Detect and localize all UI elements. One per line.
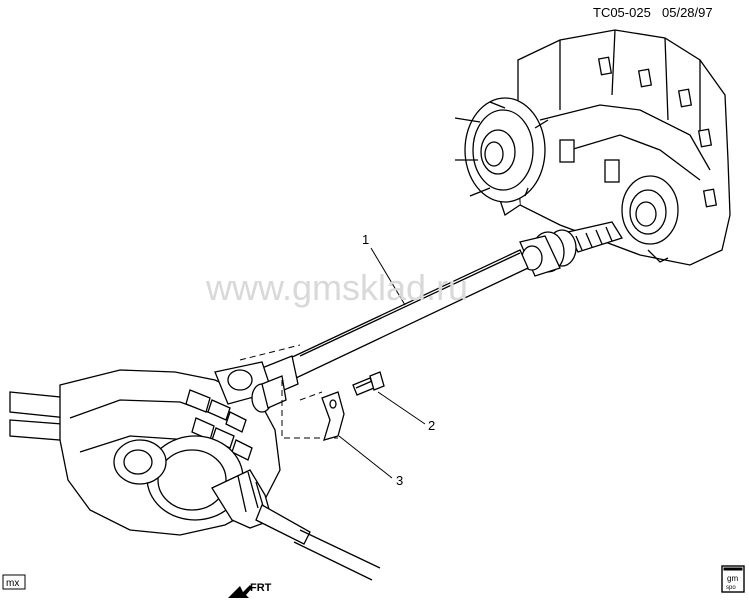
front-axle — [9, 361, 381, 581]
badge-top-text: gm — [727, 574, 738, 583]
dashed-guides — [239, 344, 338, 439]
front-yoke — [519, 221, 623, 277]
badge-bottom-text: spo — [726, 585, 736, 591]
corner-tag: mx — [6, 578, 19, 589]
front-arrow-icon — [228, 585, 252, 598]
corner-tag-box — [2, 574, 26, 590]
bracket-bolt — [352, 371, 385, 396]
diagram-code: TC05-025 — [593, 5, 651, 20]
gm-spo-badge — [721, 565, 745, 593]
transfer-case — [454, 29, 731, 266]
front-indicator: FRT — [250, 582, 272, 594]
propeller-shaft — [261, 249, 529, 397]
badge-stripe — [723, 567, 743, 571]
callout-3: 3 — [396, 473, 403, 488]
callout-1: 1 — [362, 232, 369, 247]
diagram-date: 05/28/97 — [662, 5, 713, 20]
shaft-bracket — [321, 391, 345, 441]
leader-lines — [338, 247, 426, 479]
watermark-text: www.gmsklad.ru — [205, 267, 468, 308]
callout-2: 2 — [428, 418, 435, 433]
